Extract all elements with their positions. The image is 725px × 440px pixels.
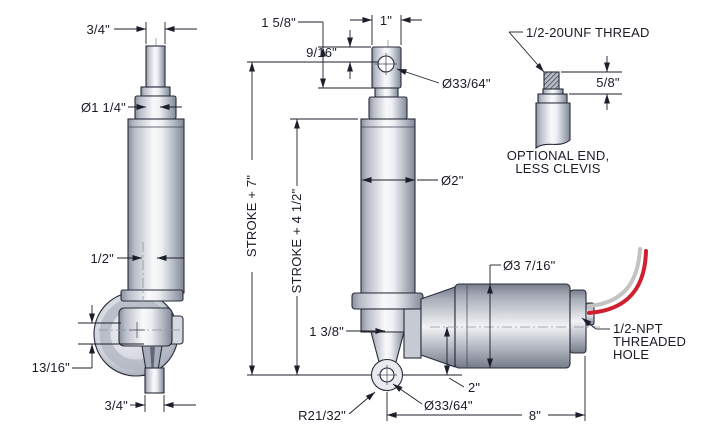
dim-side-tang-width: 3/4"	[105, 395, 196, 413]
wire-red	[587, 249, 648, 315]
thread-note-label: 1/2-20UNF THREAD	[526, 25, 650, 40]
side-rod-nut	[140, 86, 171, 97]
optional-end-caption-line1: OPTIONAL END,	[507, 148, 610, 163]
clevis-hole-dia-label: Ø33/64"	[424, 398, 473, 413]
motor-axis-offset-label: 2"	[468, 380, 480, 395]
dim-base-offset: 1 3/8"	[309, 324, 386, 339]
npt-note-line2: THREADED	[613, 334, 686, 349]
leader-rod-hole-dia: Ø33/64"	[396, 68, 491, 91]
dim-side-collar-dia: Ø1 1/4"	[81, 100, 182, 115]
side-axis-offset-label: 1/2"	[91, 251, 115, 266]
stud-nut	[537, 93, 568, 104]
dim-tube-length: STROKE + 4 1/2"	[247, 118, 371, 376]
thread-length-label: 5/8"	[596, 75, 620, 90]
dim-motor-dia: Ø3 7/16"	[487, 258, 556, 369]
side-rod-width-label: 3/4"	[87, 22, 111, 37]
side-tang-width-label: 3/4"	[105, 398, 129, 413]
front-collar	[368, 96, 408, 120]
side-cylinder-tube	[127, 118, 185, 294]
dim-side-pivot-drop: 13/16"	[32, 305, 144, 375]
rod-hole-dia-label: Ø33/64"	[442, 76, 491, 91]
npt-note-line1: 1/2-NPT	[613, 321, 663, 336]
dim-retracted-length: STROKE + 7"	[244, 61, 259, 376]
side-rod	[145, 45, 166, 88]
dim-clevis-block-width: 1"	[350, 13, 422, 45]
front-clevis-taper	[370, 331, 405, 363]
motor-body	[454, 283, 571, 369]
tube-dia-label: Ø2"	[441, 173, 464, 188]
dim-side-rod-width: 3/4"	[87, 22, 197, 44]
retracted-length-label: STROKE + 7"	[244, 175, 259, 257]
dim-side-axis-offset: 1/2"	[91, 242, 184, 302]
optional-end-body	[535, 102, 571, 150]
motor-end-cap	[569, 289, 587, 354]
base-offset-label: 1 3/8"	[309, 324, 344, 339]
wire-gray	[587, 247, 642, 308]
dim-overall-length: 8"	[386, 356, 586, 423]
front-rod-nut	[374, 87, 399, 98]
front-gland-flange	[351, 292, 424, 310]
front-view: 1" 1 5/8" 9/16" Ø33/64" STROKE +	[244, 13, 686, 423]
hole-offset-label: 9/16"	[306, 45, 337, 60]
leader-clevis-radius: R21/32"	[298, 391, 376, 423]
leader-npt-note: 1/2-NPT THREADED HOLE	[581, 317, 686, 362]
front-motor-bracket	[403, 308, 422, 359]
side-gearbox	[118, 307, 173, 347]
dim-motor-axis-offset: 2"	[403, 326, 480, 395]
optional-end-caption-line2: LESS CLEVIS	[515, 161, 600, 176]
tube-length-label: STROKE + 4 1/2"	[289, 188, 304, 293]
optional-end-view: 5/8" 1/2-20UNF THREAD OPTIONAL END, LESS…	[507, 25, 650, 176]
side-pivot-drop-label: 13/16"	[32, 360, 71, 375]
clevis-block-height-label: 1 5/8"	[261, 15, 296, 30]
side-gland-flange	[120, 289, 184, 302]
dim-tube-dia: Ø2"	[361, 173, 464, 188]
npt-note-line3: HOLE	[613, 347, 649, 362]
overall-length-label: 8"	[529, 408, 541, 423]
motor-dia-label: Ø3 7/16"	[503, 258, 556, 273]
dim-clevis-block-height: 1 5/8"	[261, 15, 374, 89]
side-view: 3/4" Ø1 1/4" 1/2" 13/16"	[32, 22, 197, 413]
leader-clevis-hole-dia: Ø33/64"	[392, 383, 473, 413]
leader-thread-note: 1/2-20UNF THREAD	[508, 25, 650, 73]
dim-thread-length: 5/8"	[561, 56, 622, 110]
side-collar-dia-label: Ø1 1/4"	[81, 100, 126, 115]
dim-hole-offset: 9/16"	[247, 30, 378, 79]
clevis-radius-label: R21/32"	[298, 408, 346, 423]
side-collar	[134, 95, 177, 120]
clevis-block-width-label: 1"	[380, 13, 392, 28]
front-cylinder-tube	[360, 118, 416, 294]
side-tang	[144, 367, 165, 394]
